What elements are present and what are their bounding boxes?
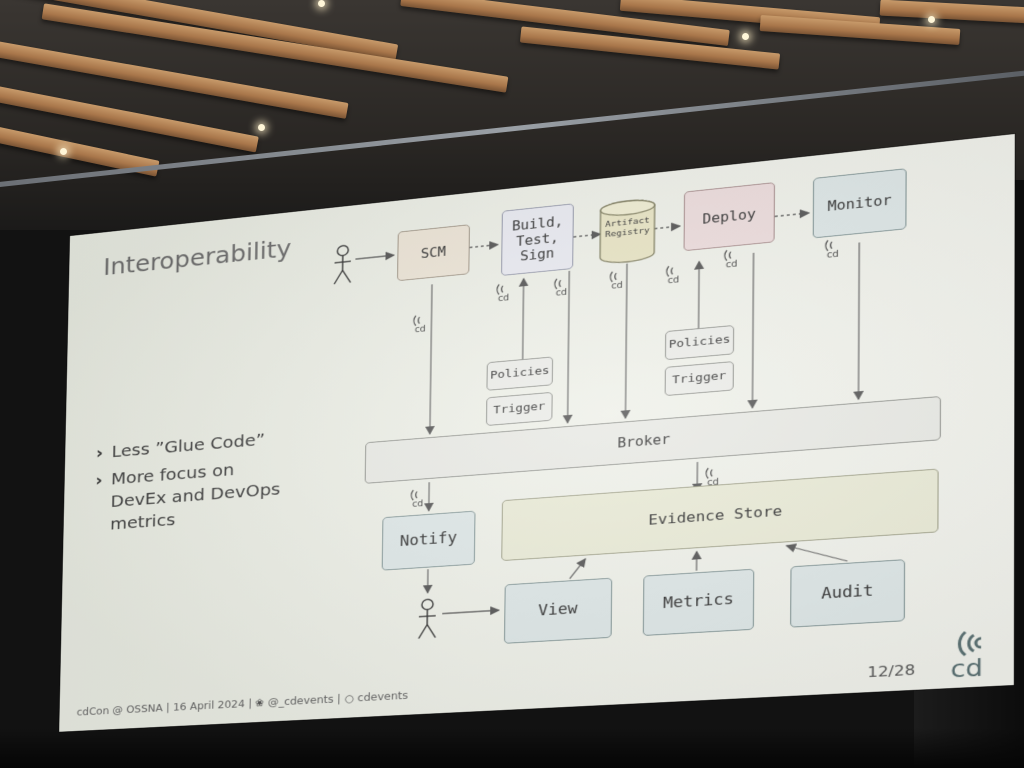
cdevents-signal-icon [725,249,738,269]
cdevents-signal-icon [497,283,509,303]
notify-node: Notify [382,511,476,571]
artifact-registry-label: Artifact Registry [600,215,654,241]
scm-node: SCM [397,224,470,281]
svg-text:cd: cd [950,655,982,681]
cdevents-signal-icon [610,271,623,291]
policies-deploy-node: Policies [665,325,734,360]
monitor-node: Monitor [813,168,907,238]
audit-node: Audit [790,559,905,627]
cdevents-signal-icon [826,239,839,260]
metrics-node: Metrics [643,569,754,636]
page-number: 12/28 [867,661,915,680]
twitter-bird-icon: ❀ [255,697,264,709]
cdevents-signal-icon [411,489,423,509]
trigger-deploy-node: Trigger [665,361,734,396]
github-icon: ○ [344,692,354,704]
policies-build-node: Policies [486,356,553,390]
view-node: View [504,578,612,644]
presentation-slide: Interoperability › Less ”Glue Code” › Mo… [59,134,1015,732]
artifact-registry-node: Artifact Registry [600,198,655,259]
stick-figure-icon [334,245,351,284]
cdevents-signal-icon [414,315,426,335]
cdevents-signal-icon [555,278,567,298]
cdevents-logo: cd [948,625,1003,682]
build-test-sign-node: Build, Test, Sign [501,203,574,276]
stick-figure-icon [419,599,436,639]
trigger-build-node: Trigger [486,392,553,426]
cdevents-signal-icon [667,265,680,285]
deploy-node: Deploy [684,182,775,251]
